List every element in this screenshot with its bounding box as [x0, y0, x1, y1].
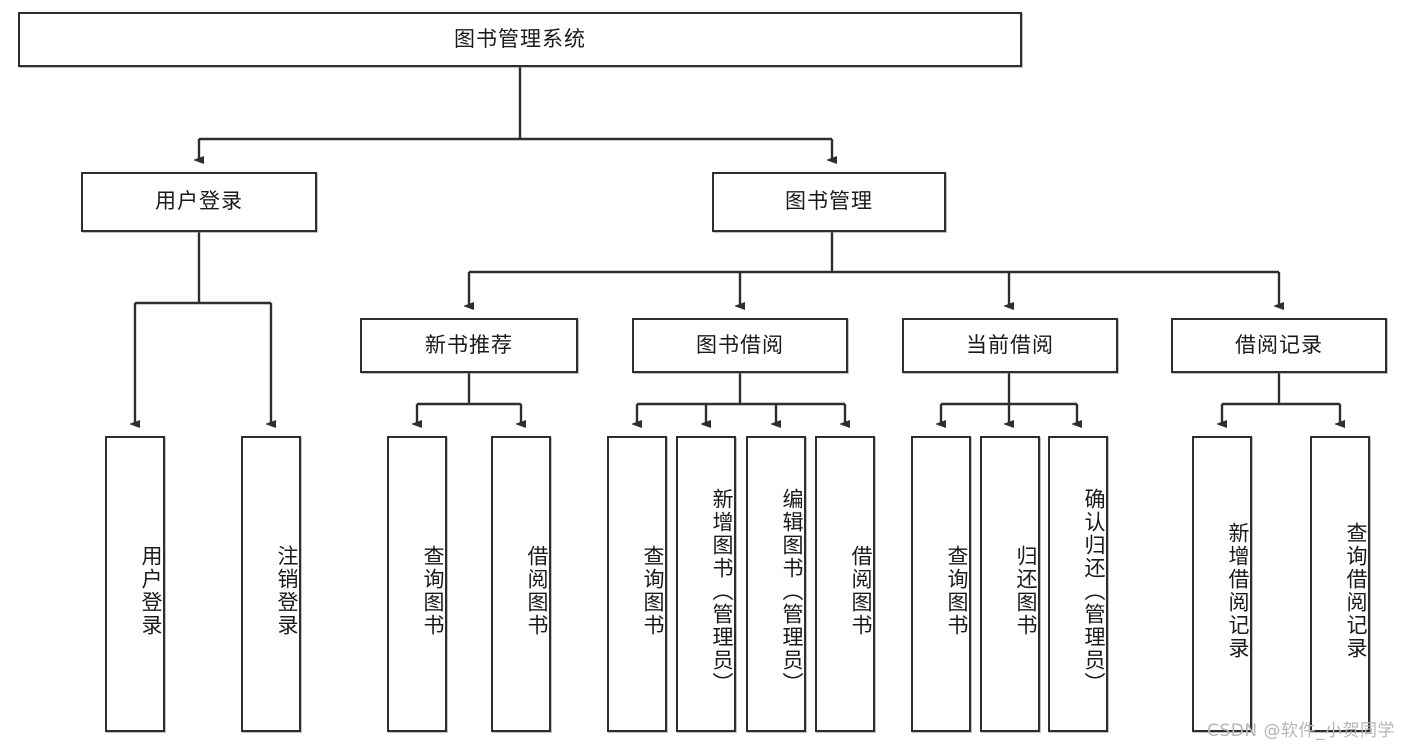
- leaf-book-borrow-edit[interactable]: 编辑图书（管理员）: [746, 436, 806, 732]
- node-label: 新增借阅记录: [1226, 522, 1250, 660]
- leaf-user-login-login[interactable]: 用户登录: [105, 436, 165, 732]
- leaf-book-borrow-add[interactable]: 新增图书（管理员）: [676, 436, 736, 732]
- leaf-current-borrow-confirm-return[interactable]: 确认归还（管理员）: [1048, 436, 1108, 732]
- node-label: 注销登录: [275, 545, 299, 637]
- leaf-current-borrow-query[interactable]: 查询图书: [911, 436, 971, 732]
- leaf-borrow-record-query[interactable]: 查询借阅记录: [1310, 436, 1370, 732]
- node-label: 查询图书: [421, 545, 445, 637]
- leaf-book-borrow-query[interactable]: 查询图书: [607, 436, 667, 732]
- node-label: 新增图书（管理员）: [710, 487, 734, 695]
- node-label: 图书管理系统: [454, 26, 586, 51]
- leaf-current-borrow-return[interactable]: 归还图书: [980, 436, 1040, 732]
- node-label: 编辑图书（管理员）: [780, 487, 804, 695]
- leaf-new-book-query[interactable]: 查询图书: [387, 436, 447, 732]
- node-current-borrow[interactable]: 当前借阅: [902, 318, 1118, 373]
- node-label: 借阅记录: [1235, 332, 1323, 357]
- node-label: 用户登录: [139, 545, 163, 637]
- node-user-login[interactable]: 用户登录: [81, 172, 317, 232]
- node-root-system[interactable]: 图书管理系统: [18, 12, 1022, 67]
- node-label: 新书推荐: [425, 332, 513, 357]
- node-borrow-record[interactable]: 借阅记录: [1171, 318, 1387, 373]
- node-label: 图书借阅: [696, 332, 784, 357]
- node-label: 归还图书: [1014, 545, 1038, 637]
- leaf-book-borrow-borrow[interactable]: 借阅图书: [815, 436, 875, 732]
- node-book-management[interactable]: 图书管理: [712, 172, 946, 232]
- node-label: 借阅图书: [849, 545, 873, 637]
- node-label: 借阅图书: [525, 545, 549, 637]
- node-label: 查询图书: [945, 545, 969, 637]
- node-label: 当前借阅: [966, 332, 1054, 357]
- node-book-borrow[interactable]: 图书借阅: [632, 318, 848, 373]
- leaf-user-login-logout[interactable]: 注销登录: [241, 436, 301, 732]
- node-label: 查询图书: [641, 545, 665, 637]
- leaf-new-book-borrow[interactable]: 借阅图书: [491, 436, 551, 732]
- node-label: 确认归还（管理员）: [1082, 487, 1106, 695]
- leaf-borrow-record-add[interactable]: 新增借阅记录: [1192, 436, 1252, 732]
- node-label: 查询借阅记录: [1344, 522, 1368, 660]
- node-label: 图书管理: [785, 189, 873, 214]
- node-label: 用户登录: [155, 189, 243, 214]
- watermark: CSDN @软件_小贺同学: [1207, 721, 1395, 741]
- node-new-book-recommend[interactable]: 新书推荐: [360, 318, 578, 373]
